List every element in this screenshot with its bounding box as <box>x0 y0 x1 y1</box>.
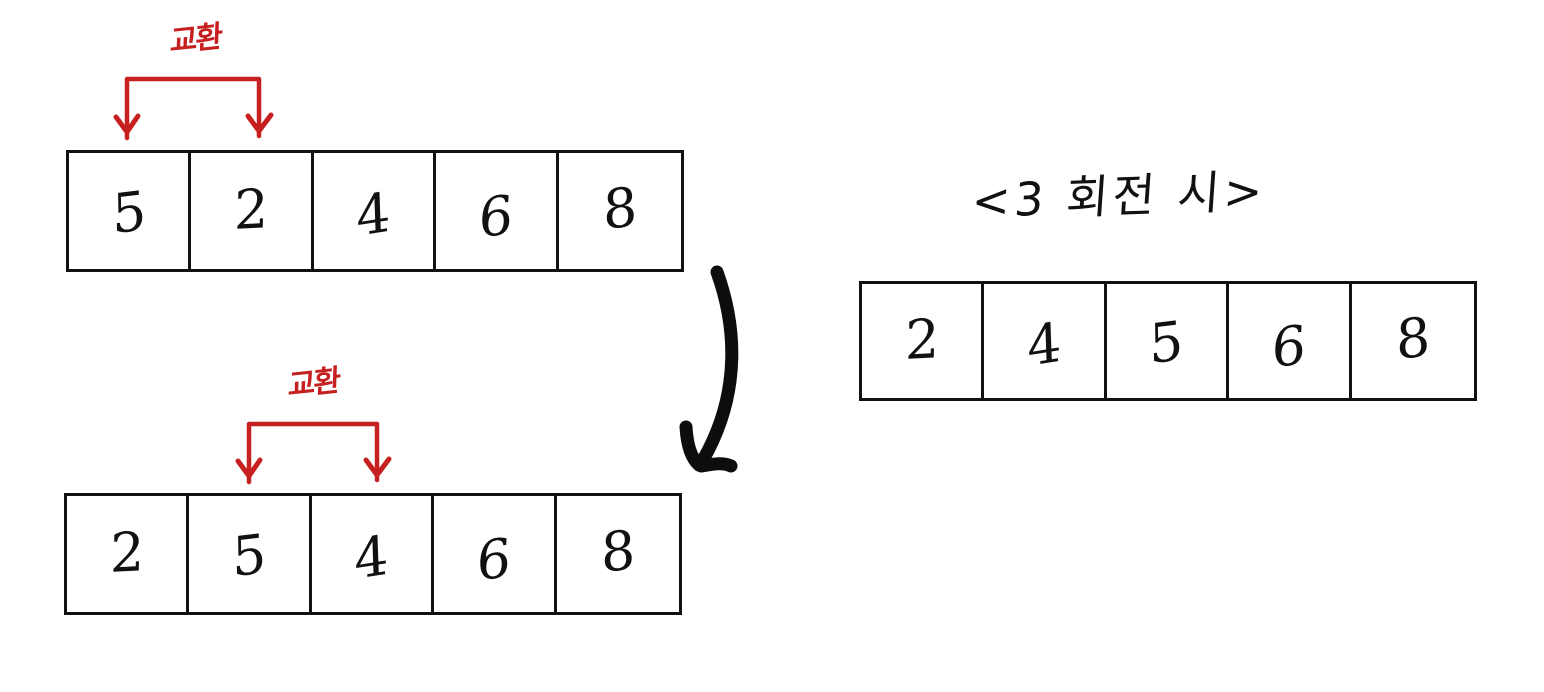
cell-value: 2 <box>109 520 145 585</box>
array-cell[interactable]: 2 <box>191 153 314 269</box>
array-cell[interactable]: 5 <box>69 153 192 269</box>
array-cell[interactable]: 8 <box>1352 284 1474 398</box>
flow-arrow-icon <box>679 265 739 473</box>
array-cell[interactable]: 4 <box>312 496 435 612</box>
cell-value: 5 <box>1148 308 1185 377</box>
third-pass-array: 2 4 5 6 8 <box>859 281 1477 401</box>
array-cell[interactable]: 5 <box>1107 284 1230 398</box>
initial-array: 5 2 4 6 8 <box>66 150 684 272</box>
section-title: <3 회전 시> <box>969 163 1269 229</box>
array-cell[interactable]: 4 <box>984 284 1107 398</box>
array-cell[interactable]: 6 <box>434 496 557 612</box>
cell-value: 4 <box>1026 310 1063 379</box>
array-cell[interactable]: 8 <box>559 153 681 269</box>
array-cell[interactable]: 6 <box>1229 284 1352 398</box>
cell-value: 8 <box>600 518 636 585</box>
cell-value: 6 <box>1269 313 1308 380</box>
swap-bracket-1 <box>113 76 274 141</box>
cell-value: 8 <box>1395 305 1431 372</box>
cell-value: 4 <box>355 180 392 249</box>
swap-label-2: 교환 <box>287 363 340 404</box>
cell-value: 8 <box>602 175 638 242</box>
array-cell[interactable]: 6 <box>436 153 559 269</box>
array-cell[interactable]: 5 <box>189 496 312 612</box>
cell-value: 6 <box>474 526 513 593</box>
cell-value: 5 <box>231 521 267 590</box>
array-cell[interactable]: 4 <box>314 153 437 269</box>
cell-value: 4 <box>353 523 390 592</box>
after-swap-array: 2 5 4 6 8 <box>64 493 682 615</box>
cell-value: 5 <box>111 178 147 247</box>
cell-value: 2 <box>233 177 269 242</box>
swap-bracket-2 <box>235 421 392 485</box>
cell-value: 6 <box>476 183 515 250</box>
cell-value: 2 <box>904 307 940 372</box>
array-cell[interactable]: 2 <box>862 284 985 398</box>
array-cell[interactable]: 8 <box>557 496 679 612</box>
array-cell[interactable]: 2 <box>67 496 190 612</box>
swap-label-1: 교환 <box>169 19 222 60</box>
